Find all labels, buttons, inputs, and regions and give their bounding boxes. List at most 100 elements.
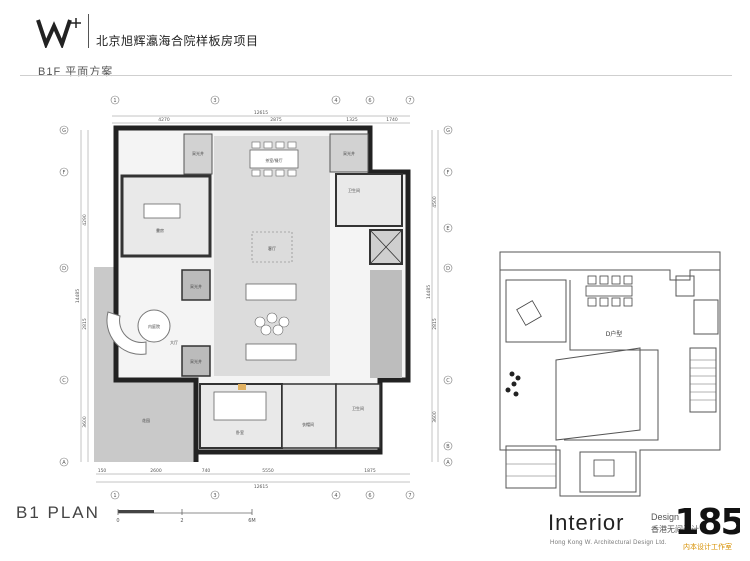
right-dim-3: 3600: [432, 411, 438, 423]
grid-col-6: 6: [368, 98, 371, 104]
label-bedroom: 卧室: [236, 429, 244, 435]
brand-wordmark: Interior: [548, 510, 625, 535]
top-grid-bubbles: 1 3 4 6 7: [110, 95, 415, 105]
grid-row-d-right: D: [446, 266, 450, 272]
scale-bar: 0 2 6M: [116, 509, 256, 524]
grid-row-f: F: [63, 170, 66, 176]
lounge-table: [137, 309, 171, 343]
study-desk: [143, 203, 181, 219]
closet-room: [281, 383, 337, 449]
top-dim-4: 1740: [386, 117, 398, 123]
grid-col-4-bottom: 4: [334, 493, 337, 499]
bottom-dim-1: 150: [98, 468, 107, 474]
label-closet: 衣帽间: [302, 421, 314, 427]
light-well-lower-left: [181, 345, 211, 377]
grid-col-1-bottom: 1: [113, 493, 116, 499]
label-light-well-d: 采光井: [190, 358, 202, 364]
grid-row-d: D: [62, 266, 66, 272]
bathroom-bottom-room: [335, 383, 381, 449]
left-grid-bubbles: G F D C A: [59, 125, 69, 467]
label-hall: 大厅: [170, 339, 178, 345]
badge-number: 185: [678, 502, 740, 543]
bottom-dim-4: 5550: [262, 468, 274, 474]
grid-row-a: A: [62, 460, 66, 466]
label-light-well-a: 采光井: [192, 150, 204, 156]
bottom-dim-5: 1875: [364, 468, 376, 474]
right-dim-total: 14485: [426, 285, 432, 299]
comparison-plan: D户型: [499, 251, 721, 497]
grid-col-4: 4: [334, 98, 337, 104]
scale-tick-6m: 6M: [248, 518, 256, 524]
grid-row-a-right: A: [446, 460, 450, 466]
right-grid-bubbles: G F E D C B A: [443, 125, 453, 467]
bottom-grid-bubbles: 1 3 4 6 7: [110, 490, 415, 500]
dining-table: [249, 149, 299, 169]
floor-plan-b1: 12615 4270 2875 1325 1740 1 3 4 6 7 G F …: [59, 95, 453, 500]
label-living: 客厅: [268, 245, 276, 251]
bottom-total-dim: 12615: [254, 484, 268, 490]
sofa-upper: [245, 283, 297, 301]
grid-col-7: 7: [408, 98, 411, 104]
brand-logo-w: [36, 18, 81, 48]
grid-row-c-right: C: [446, 378, 450, 384]
label-study: 書房: [156, 227, 164, 233]
grid-row-b-right: B: [446, 444, 450, 450]
label-lounge: 内庭院: [148, 323, 160, 329]
bottom-dim-3: 740: [202, 468, 211, 474]
left-dim-2: 2815: [82, 318, 88, 330]
light-well-top-left: [183, 133, 213, 175]
comparison-room-label: D户型: [606, 330, 623, 338]
header-rule: [20, 75, 732, 76]
bathroom-top: [335, 173, 403, 227]
label-garden: 花园: [142, 417, 150, 423]
title-separator: [88, 14, 89, 48]
left-dimensions: 4290 2815 3600 14485: [75, 130, 89, 462]
badge-caption: 内本设计工作室: [683, 543, 732, 551]
stair: [370, 270, 402, 378]
grid-col-1: 1: [113, 98, 116, 104]
grid-row-c: C: [62, 378, 66, 384]
dining-chairs: [251, 141, 297, 177]
sheet-label: B1F 平面方案: [38, 66, 114, 78]
scale-tick-2: 2: [180, 518, 183, 524]
project-title: 北京旭辉瀛海合院样板房项目: [96, 34, 259, 48]
left-dim-1: 4290: [82, 214, 88, 226]
lounge-curve: [106, 311, 147, 355]
bed: [213, 391, 267, 421]
grid-col-7-bottom: 7: [408, 493, 411, 499]
label-bathroom-top: 卫生间: [348, 187, 360, 193]
bottom-dim-2: 2600: [150, 468, 162, 474]
top-total-dim: 12615: [254, 110, 268, 116]
right-dim-1: 4500: [432, 196, 438, 208]
scale-tick-0: 0: [116, 518, 119, 524]
top-dim-1: 4270: [158, 117, 170, 123]
label-light-well-c: 采光井: [190, 283, 202, 289]
bed-headboard: [238, 384, 246, 390]
light-well-mid-left: [181, 269, 211, 301]
grid-col-3-bottom: 3: [213, 493, 216, 499]
light-well-top-right: [329, 133, 369, 173]
comparison-plants: [505, 371, 521, 397]
coffee-seats: [254, 312, 290, 336]
right-dim-2: 2815: [432, 318, 438, 330]
grid-col-3: 3: [213, 98, 216, 104]
badge-185-logo: 185: [678, 502, 740, 543]
left-dim-3: 3600: [82, 416, 88, 428]
right-dimensions: 4500 2815 3600 14485: [426, 130, 439, 462]
top-dim-3: 1325: [346, 117, 358, 123]
left-dim-total: 14485: [75, 289, 81, 303]
sofa-lower: [245, 343, 297, 361]
top-dim-2: 2875: [270, 117, 282, 123]
media-console: [251, 231, 293, 263]
plan-label: B1 PLAN: [16, 503, 100, 522]
brand-caption: Hong Kong W. Architectural Design Ltd.: [550, 540, 667, 546]
room-labels: 采光井 采光井 書房 茶室/餐厅 卫生间 客厅 采光井 内庭院 大厅 采光井 花…: [142, 150, 364, 435]
grid-col-6-bottom: 6: [368, 493, 371, 499]
bottom-dimensions: 150 2600 740 5550 1875 12615: [96, 468, 410, 490]
brand-design: Design: [651, 512, 680, 522]
grid-row-g-right: G: [446, 128, 450, 134]
grid-row-g: G: [62, 128, 66, 134]
label-dining: 茶室/餐厅: [265, 157, 282, 163]
label-light-well-b: 采光井: [343, 150, 355, 156]
grid-row-e-right: E: [446, 226, 449, 232]
